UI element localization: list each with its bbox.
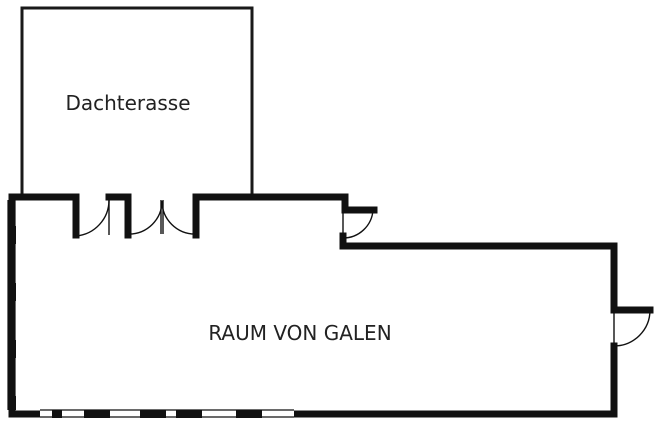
terrace-outline [20,6,254,195]
terrace-door-1[interactable] [75,198,110,237]
left-window-band [7,200,16,410]
door-swing-arc [342,209,374,239]
door-swing-arc-left [128,200,163,235]
main-room-label: RAUM VON GALEN [208,321,391,345]
terrace-label: Dachterasse [65,91,190,115]
main-room-walls [8,193,654,418]
door-swing-arc-right [161,200,196,235]
door-swing-arc [613,309,651,347]
bottom-window-band [40,409,294,418]
door-swing-arc [75,199,110,237]
right-door[interactable] [613,309,651,347]
side-door[interactable] [342,209,374,239]
terrace-room[interactable]: Dachterasse [20,6,254,195]
terrace-door-2[interactable] [128,200,196,235]
